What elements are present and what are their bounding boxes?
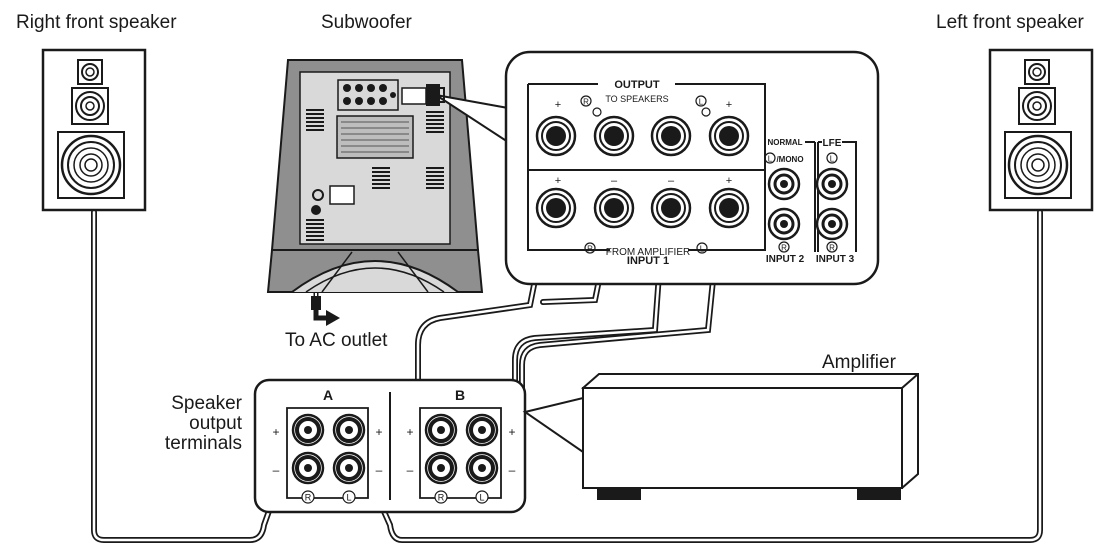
input3-l-marker: L xyxy=(826,152,838,164)
subwoofer-label: Subwoofer xyxy=(321,12,412,33)
input3-label: INPUT 3 xyxy=(816,254,855,265)
svg-text:+: + xyxy=(726,175,732,187)
input1-r-minus-jack xyxy=(593,187,635,229)
input1-r-plus-jack xyxy=(535,187,577,229)
input3-l-jack xyxy=(815,167,849,201)
svg-text:+: + xyxy=(726,99,732,111)
svg-text:L: L xyxy=(699,98,704,107)
subwoofer xyxy=(266,59,484,293)
svg-text:L: L xyxy=(479,493,484,503)
input2-l-jack xyxy=(767,167,801,201)
terminal-a-r-minus xyxy=(291,451,325,485)
terminal-b-l-marker: L xyxy=(475,490,489,504)
output-r-minus-jack xyxy=(593,115,635,157)
input2-l-marker: L xyxy=(764,152,776,164)
output-r-marker: R xyxy=(580,95,592,107)
svg-text:–: – xyxy=(376,463,383,477)
output-l-plus-jack xyxy=(708,115,750,157)
input1-l-marker: L xyxy=(696,242,708,254)
svg-text:–: – xyxy=(273,463,280,477)
svg-text:R: R xyxy=(305,493,312,503)
svg-text:L: L xyxy=(830,155,835,164)
speaker-terminals-panel: A B + + – – R L + + – – R xyxy=(253,378,527,514)
terminal-b-l-plus xyxy=(465,413,499,447)
group-b-label: B xyxy=(455,387,465,403)
svg-text:+: + xyxy=(555,99,561,111)
normal-label: NORMAL xyxy=(767,138,802,147)
output-l-marker: L xyxy=(695,95,707,107)
speaker-output-terminals-label: Speaker output terminals xyxy=(164,393,242,454)
from-amplifier-label: FROM AMPLIFIER xyxy=(606,247,690,258)
input1-l-plus-jack xyxy=(708,187,750,229)
svg-text:R: R xyxy=(583,98,589,107)
terminal-a-l-minus xyxy=(332,451,366,485)
svg-text:L: L xyxy=(768,155,773,164)
svg-text:R: R xyxy=(781,244,787,253)
svg-text:+: + xyxy=(508,425,515,439)
output-label: OUTPUT xyxy=(614,79,660,91)
input2-r-jack xyxy=(767,207,801,241)
svg-text:+: + xyxy=(555,175,561,187)
svg-text:L: L xyxy=(346,493,351,503)
terminal-a-r-plus xyxy=(291,413,325,447)
svg-text:–: – xyxy=(407,463,414,477)
input3-r-jack xyxy=(815,207,849,241)
input1-r-marker: R xyxy=(584,242,596,254)
terminal-b-r-minus xyxy=(424,451,458,485)
input1-l-minus-jack xyxy=(650,187,692,229)
svg-text:–: – xyxy=(668,175,675,187)
svg-text:+: + xyxy=(406,425,413,439)
ac-outlet-label: To AC outlet xyxy=(285,330,388,351)
svg-text:–: – xyxy=(611,175,618,187)
svg-text:R: R xyxy=(829,244,835,253)
amplifier-label: Amplifier xyxy=(822,352,896,373)
svg-text:–: – xyxy=(509,463,516,477)
terminal-a-l-marker: L xyxy=(342,490,356,504)
terminals-callout xyxy=(522,396,584,454)
terminal-b-r-plus xyxy=(424,413,458,447)
subwoofer-rear-panel: OUTPUT TO SPEAKERS FROM AMPLIFIER INPUT … xyxy=(504,50,880,286)
terminal-a-l-plus xyxy=(332,413,366,447)
terminal-b-l-minus xyxy=(465,451,499,485)
left-front-speaker xyxy=(988,48,1094,212)
svg-text:+: + xyxy=(272,425,279,439)
input3-r-marker: R xyxy=(826,241,838,253)
lfe-label: LFE xyxy=(823,138,842,149)
terminal-a-r-marker: R xyxy=(301,490,315,504)
right-front-speaker xyxy=(41,48,147,212)
input2-r-marker: R xyxy=(778,241,790,253)
input2-label: INPUT 2 xyxy=(766,254,805,265)
ac-plug-arrow-icon xyxy=(311,296,340,326)
input1-label: INPUT 1 xyxy=(627,255,669,267)
group-a-label: A xyxy=(323,387,333,403)
svg-text:R: R xyxy=(587,245,593,254)
to-speakers-label: TO SPEAKERS xyxy=(605,94,668,104)
svg-text:L: L xyxy=(700,245,705,254)
output-r-plus-jack xyxy=(535,115,577,157)
right-front-speaker-label: Right front speaker xyxy=(16,12,177,33)
left-front-speaker-label: Left front speaker xyxy=(936,12,1084,33)
mono-label: /MONO xyxy=(776,155,803,164)
output-l-minus-jack xyxy=(650,115,692,157)
svg-text:+: + xyxy=(375,425,382,439)
terminal-b-r-marker: R xyxy=(434,490,448,504)
amplifier xyxy=(581,373,919,500)
svg-text:R: R xyxy=(438,493,445,503)
